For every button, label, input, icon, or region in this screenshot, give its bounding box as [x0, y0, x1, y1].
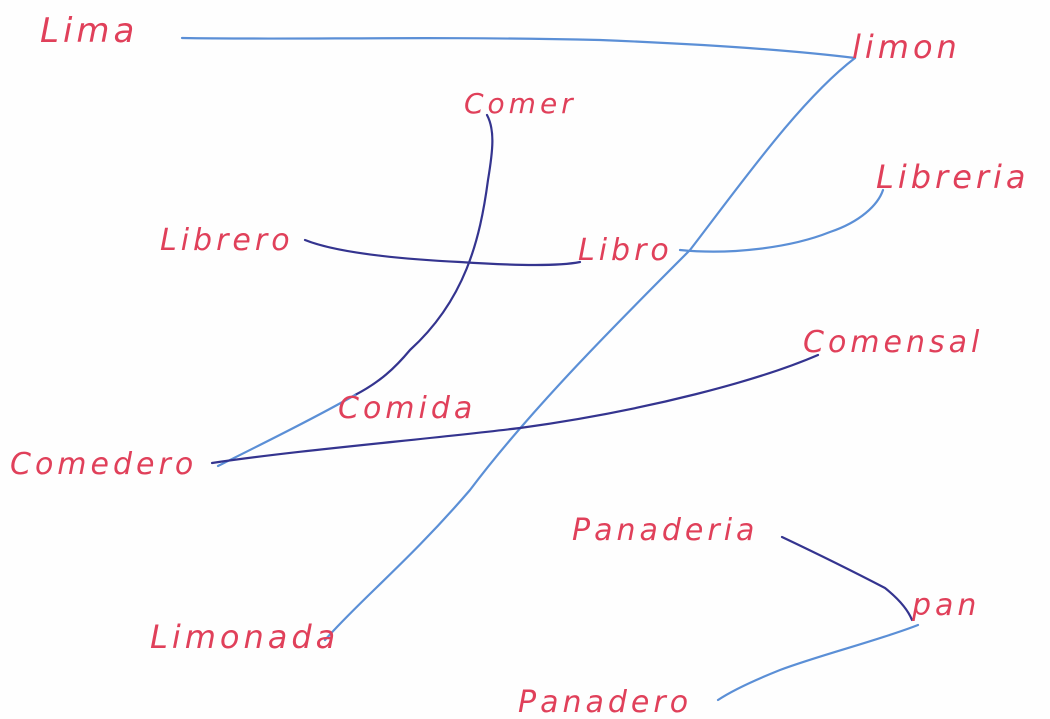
word-limonada: Limonada: [150, 618, 339, 656]
line-comedero-to-comensal: [210, 353, 820, 465]
word-limon: limon: [852, 28, 961, 66]
line-pan-to-panadero: [716, 623, 920, 702]
line-lima-to-limon: [180, 36, 857, 60]
word-lima: Lima: [40, 11, 138, 51]
word-comida: Comida: [338, 391, 476, 426]
word-librero: Librero: [160, 223, 294, 258]
line-limon-to-limonada: [323, 56, 857, 642]
word-comensal: Comensal: [803, 325, 983, 360]
word-pan: pan: [911, 588, 980, 623]
connection-lines: [180, 36, 920, 702]
line-librero-to-libro: [303, 238, 582, 267]
line-libro-to-libreria: [678, 188, 885, 253]
word-panaderia: Panaderia: [572, 513, 758, 548]
word-comedero: Comedero: [10, 447, 197, 482]
word-panadero: Panadero: [518, 685, 692, 719]
word-libreria: Libreria: [876, 158, 1030, 196]
line-panaderia-to-pan: [780, 535, 914, 622]
line-comer-to-comida: [353, 113, 494, 397]
word-libro: Libro: [578, 233, 673, 268]
word-comer: Comer: [464, 87, 577, 120]
line-comida-to-comedero: [216, 393, 357, 468]
word-labels: Lima limon Comer Libreria Librero Libro …: [10, 11, 1030, 719]
